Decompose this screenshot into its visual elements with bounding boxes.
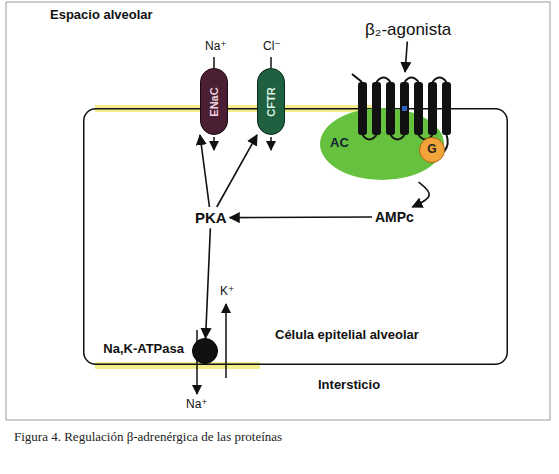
arrow-connector <box>217 135 257 207</box>
node-text: β₂-agonista <box>365 20 451 40</box>
cell-outline: Célula epitelial alveolarENaCCFTRACGPKAA… <box>83 108 508 365</box>
node-text: Na,K-ATPasa <box>101 342 186 357</box>
figure-frame <box>6 2 550 420</box>
channel-body <box>201 69 228 135</box>
adenylyl-cyclase-shape <box>318 72 452 182</box>
ion-label: Na⁺ <box>205 40 227 54</box>
g-protein: G <box>419 137 445 163</box>
node-text: ENaC <box>208 87 221 116</box>
region-label: Espacio alveolar <box>50 8 153 23</box>
ion-label: Cl⁻ <box>263 40 281 54</box>
membrane-basal <box>95 362 260 369</box>
channel-body <box>258 69 285 135</box>
arrow-connector <box>230 216 372 218</box>
ion-flow <box>213 137 215 150</box>
region-label: Intersticio <box>318 378 380 393</box>
arrow-connector <box>200 135 209 207</box>
agonist-label: β₂-agonista <box>362 18 454 42</box>
pka-label: PKA <box>192 207 230 228</box>
cyclase-blob <box>320 108 444 180</box>
ion-flow <box>270 57 272 68</box>
node-text: PKA <box>195 209 227 226</box>
cftr-channel: CFTR <box>257 68 285 135</box>
na-k-atpase: Na,K-ATPasa <box>192 338 218 364</box>
enac-channel: ENaC <box>200 68 228 135</box>
ion-flow <box>270 137 272 150</box>
adenylyl-cyclase: AC G <box>318 72 452 182</box>
ion-flow <box>225 304 227 378</box>
arrow-connector <box>206 228 211 338</box>
ion-label: K⁺ <box>220 285 234 299</box>
figure-caption: Figura 4. Regulación β-adrenérgica de la… <box>14 430 282 445</box>
node-text: AMPc <box>375 209 414 225</box>
node-text: AC <box>330 136 349 151</box>
circle-body <box>420 138 445 163</box>
ampc-label: AMPc <box>372 207 417 227</box>
na-k-atpase-shape <box>192 338 218 364</box>
node-text: G <box>427 143 436 157</box>
cell-membrane <box>84 109 508 365</box>
ion-flow <box>196 330 198 394</box>
circle-body <box>193 339 218 364</box>
node-text: Célula epitelial alveolar <box>275 328 419 343</box>
ion-flow <box>213 57 215 68</box>
node-text: CFTR <box>265 87 278 116</box>
ion-label: Na⁺ <box>186 398 208 412</box>
arrow-connector <box>405 42 407 72</box>
arrow-connector <box>412 182 429 207</box>
